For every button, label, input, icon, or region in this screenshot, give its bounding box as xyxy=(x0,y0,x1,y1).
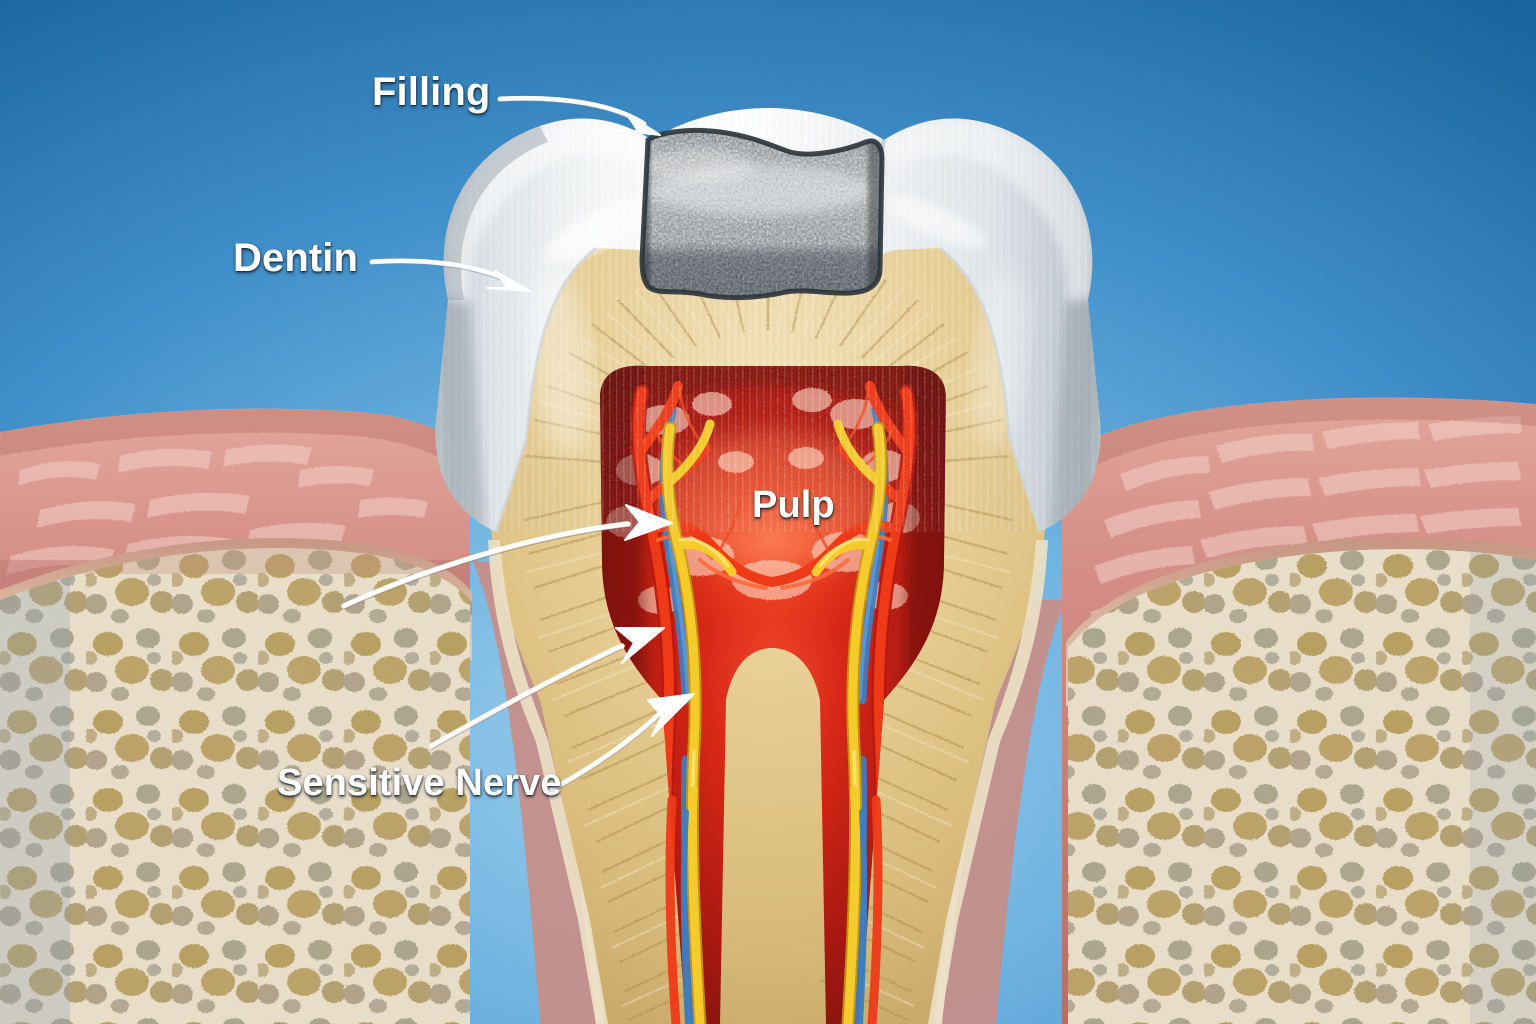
label-sensitive-nerve: Sensitive Nerve xyxy=(277,762,562,804)
arrow-nerve-2 xyxy=(429,627,665,750)
label-dentin: Dentin xyxy=(233,236,359,280)
arrow-nerve-1 xyxy=(341,504,673,610)
trabecular-bone-left xyxy=(0,548,470,1024)
arrow-dentin xyxy=(369,258,531,292)
trabecular-bone-right xyxy=(1068,549,1536,1024)
enamel xyxy=(435,108,1101,533)
amalgam-filling xyxy=(639,127,885,301)
label-pulp: Pulp xyxy=(752,484,835,526)
label-filling: Filling xyxy=(372,70,491,114)
arrow-filling xyxy=(497,95,661,136)
root-canal-bundle xyxy=(665,786,883,1024)
annotation-arrows xyxy=(341,95,695,796)
arrow-nerve-3 xyxy=(545,693,695,796)
vein xyxy=(668,540,880,700)
